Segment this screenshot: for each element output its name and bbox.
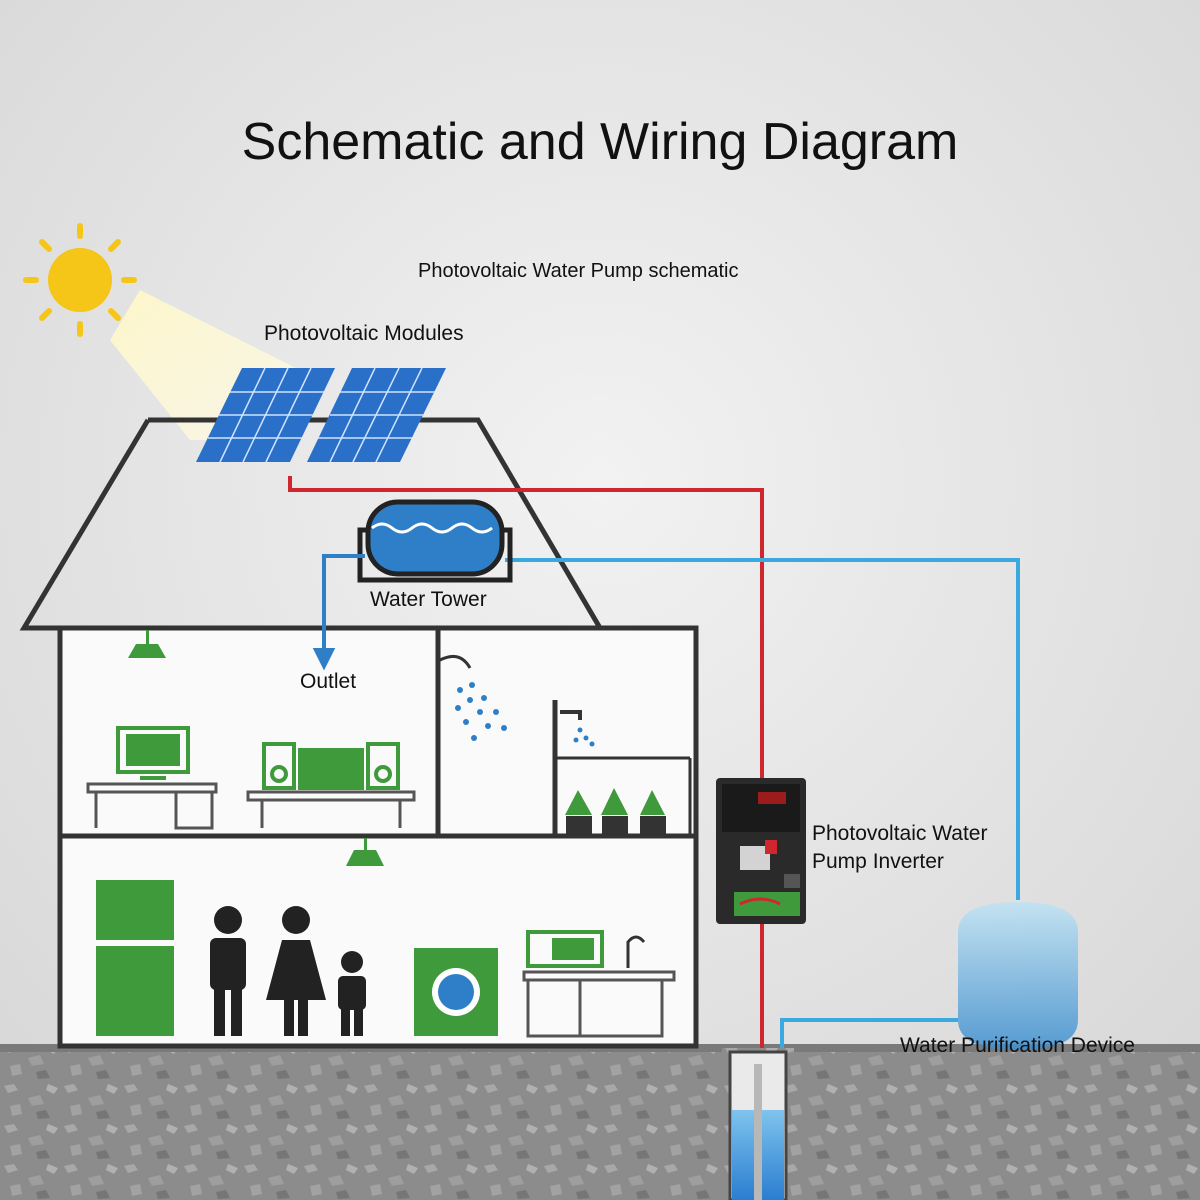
diagram-subtitle: Photovoltaic Water Pump schematic (418, 260, 739, 282)
stereo-icon (262, 742, 400, 790)
water-tank-icon (357, 499, 513, 583)
inverter-device-icon (716, 778, 806, 924)
faucet-icon (560, 710, 595, 747)
solar-panel-icon (196, 367, 446, 463)
ceiling-lamp-icon (128, 630, 384, 866)
purification-label: Water Purification Device (900, 1034, 1135, 1057)
inverter-label-line2: Pump Inverter (812, 850, 944, 873)
family-icon (210, 906, 366, 1036)
power-line (288, 476, 764, 1050)
outlet-label: Outlet (300, 670, 357, 693)
washing-machine-icon (414, 948, 498, 1036)
computer-icon (116, 726, 190, 780)
ground (0, 1044, 1200, 1200)
purifier-tank-icon (958, 902, 1078, 1050)
desk (86, 782, 218, 830)
water-pipe (505, 558, 1020, 1050)
well-pump-icon (722, 1048, 794, 1200)
plant-icon (555, 756, 692, 836)
page-title: Schematic and Wiring Diagram (241, 113, 959, 171)
fridge-icon (96, 880, 174, 1036)
kitchen-icon (522, 930, 676, 1038)
shower-icon (439, 654, 507, 741)
water-tower-label: Water Tower (370, 588, 487, 611)
pv-modules-label: Photovoltaic Modules (264, 322, 464, 345)
tv-stand (246, 790, 416, 828)
outlet-arrow (312, 554, 365, 671)
inverter-label-line1: Photovoltaic Water (812, 822, 988, 845)
